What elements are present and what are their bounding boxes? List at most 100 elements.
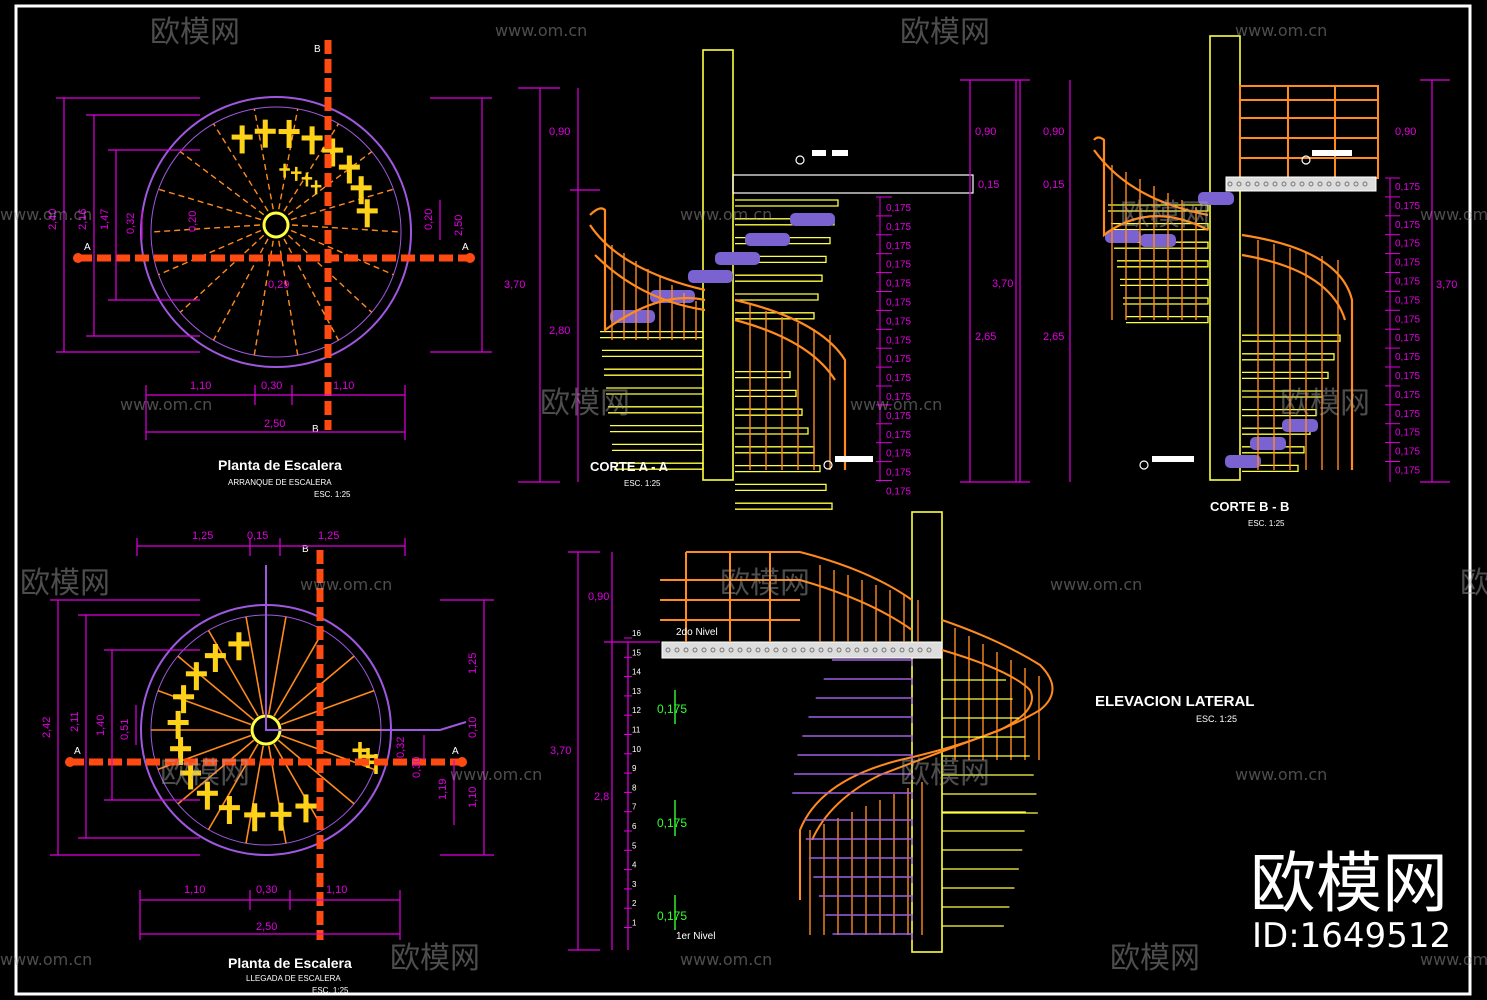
tread-edge (177, 655, 255, 721)
dim-label: 1,10 (190, 380, 211, 392)
watermark-brand: 欧模网 (900, 756, 990, 791)
dim-label: 2,65 (975, 331, 996, 343)
step-profile (735, 370, 791, 379)
riser-label: 0,175 (1395, 466, 1420, 477)
step-profile (792, 792, 913, 799)
riser-label: 0,175 (1395, 201, 1420, 212)
tread-cross (196, 790, 218, 796)
step-number: 11 (632, 726, 641, 735)
tread-edge (158, 188, 262, 221)
section-b-scale: ESC. 1:25 (1248, 519, 1285, 528)
tread-cross (301, 177, 313, 180)
section-b-title: CORTE B - B (1210, 499, 1289, 514)
step-profile (1242, 353, 1335, 361)
axis-a-label: A (462, 242, 469, 253)
watermark-brand: 欧模网 (150, 15, 240, 50)
tread-edge (277, 655, 355, 721)
tread-cross (295, 803, 317, 809)
slab-pattern (1326, 181, 1332, 187)
riser-label: 0,175 (657, 702, 687, 716)
dim-label: 2,11 (69, 711, 81, 732)
slab-pattern (899, 647, 905, 653)
tread-edge (158, 229, 262, 276)
step-profile (735, 408, 803, 416)
axis-b-label: B (314, 44, 321, 55)
plan-top-title: Planta de Escalera (218, 457, 342, 473)
dim-label: 2,40 (47, 209, 59, 230)
step-profile (1242, 408, 1317, 417)
tread-edge (207, 743, 259, 830)
riser-label: 0,175 (886, 411, 911, 422)
watermark-url: www.om.cn (1235, 765, 1327, 784)
slab-pattern (890, 647, 896, 653)
tread-cross (338, 164, 360, 170)
watermark-brand: 欧模网 (540, 386, 630, 421)
step-profile (797, 754, 913, 761)
riser-label: 0,175 (657, 816, 687, 830)
step-profile (610, 424, 704, 433)
step-profile (600, 330, 704, 339)
dim-label: 0,90 (1395, 126, 1416, 138)
tread-edge (267, 616, 287, 715)
slab-pattern (773, 647, 779, 653)
watermark-brand: 欧模网 (1110, 941, 1200, 976)
dim-label: 0,20 (187, 211, 199, 232)
tread-edge (291, 224, 402, 233)
dim-label: 1,10 (467, 787, 479, 808)
plan-bottom-title: Planta de Escalera (228, 955, 352, 971)
watermark-url: www.om.cn (1420, 205, 1487, 224)
tread-cross (301, 135, 323, 141)
tread-cross (185, 671, 207, 677)
watermark-brand: 欧模网 (900, 15, 990, 50)
watermark-url: www.om.cn (1420, 950, 1487, 969)
slab-pattern (1335, 181, 1341, 187)
watermark-brand: 欧模网 (390, 941, 480, 976)
step-profile (825, 914, 913, 921)
section-b: 0,1750,1750,1750,1750,1750,1750,1750,175… (1019, 35, 1457, 528)
slab-pattern (791, 647, 797, 653)
tread-edge (287, 234, 373, 313)
dim-label: 3,70 (1436, 279, 1457, 291)
tread-cross (270, 811, 292, 817)
elevation-scale: ESC. 1:25 (1196, 714, 1237, 724)
tread-cross (231, 134, 253, 140)
watermark-url: www.om.cn (450, 765, 542, 784)
slab-pattern (800, 647, 806, 653)
slab-pattern (665, 647, 671, 653)
step-profile (1111, 222, 1209, 231)
riser-label: 0,175 (1395, 314, 1420, 325)
step-profile (832, 933, 913, 940)
tread-block (1225, 455, 1261, 468)
tread-cross (254, 128, 276, 134)
step-profile (735, 274, 823, 282)
riser-label: 0,175 (1395, 220, 1420, 231)
slab-pattern (674, 647, 680, 653)
tread-edge (278, 108, 299, 210)
step-profile (793, 773, 913, 780)
step-number: 16 (632, 629, 641, 638)
riser-label: 0,175 (1395, 333, 1420, 344)
riser-label: 0,175 (1395, 277, 1420, 288)
tread-edge (177, 739, 255, 805)
watermark-url: www.om.cn (495, 21, 587, 40)
axis-a-label: A (74, 746, 81, 757)
slab-pattern (701, 647, 707, 653)
dim-label: 2,16 (77, 209, 89, 230)
tread-block (715, 252, 760, 265)
step-number: 6 (632, 822, 637, 831)
step-profile (735, 312, 815, 320)
tread-edge (277, 739, 355, 805)
dim-label: 2,8 (594, 791, 609, 803)
riser-label: 0,175 (1395, 258, 1420, 269)
dim-label: 2,65 (1043, 331, 1064, 343)
plan-bottom-subtitle: LLEGADA DE ESCALERA (246, 974, 341, 983)
elevation-title: ELEVACION LATERAL (1095, 693, 1254, 710)
tread-cross (350, 185, 372, 191)
level-bottom-label: 1er Nivel (676, 931, 715, 942)
dim-label: 0,15 (978, 179, 999, 191)
axis-b-label: B (302, 544, 309, 555)
step-profile (1242, 334, 1341, 342)
watermark-url: www.om.cn (300, 575, 392, 594)
slab-pattern (908, 647, 914, 653)
dim-label: 1,19 (437, 779, 449, 800)
